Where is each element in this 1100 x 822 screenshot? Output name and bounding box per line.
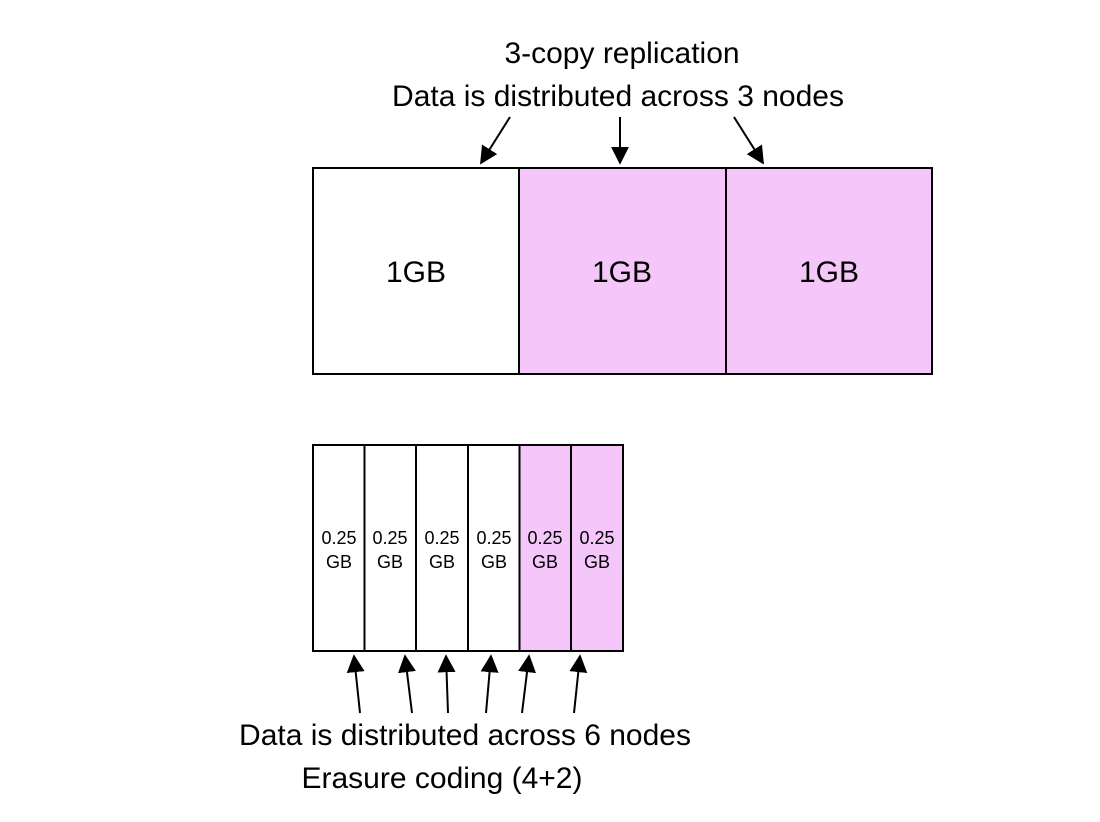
replication-block-2-label: 1GB [592, 256, 652, 289]
erasure-block-5 [518, 444, 572, 652]
erasure-block-3-value: 0.25 [424, 528, 459, 548]
erasure-arrow-6 [569, 654, 588, 714]
erasure-block-5-unit: GB [532, 552, 558, 572]
erasure-block-4-unit: GB [481, 552, 507, 572]
replication-title: 3-copy replication [504, 37, 739, 70]
replication-group: 3-copy replication Data is distributed a… [312, 37, 933, 375]
replication-arrow-1 [480, 116, 511, 165]
erasure-arrow-2 [398, 654, 416, 714]
erasure-caption-line2: Erasure coding (4+2) [302, 762, 583, 795]
replication-block-3-label: 1GB [799, 256, 859, 289]
erasure-block-6-value: 0.25 [579, 528, 614, 548]
erasure-block-1-unit: GB [326, 552, 352, 572]
replication-block-2 [518, 167, 727, 375]
replication-block-1-label: 1GB [386, 256, 446, 289]
replication-subtitle: Data is distributed across 3 nodes [392, 80, 844, 113]
erasure-block-4-value: 0.25 [476, 528, 511, 548]
erasure-block-1-value: 0.25 [321, 528, 356, 548]
erasure-arrow-1 [346, 654, 365, 714]
erasure-block-3 [415, 444, 469, 652]
erasure-block-1 [312, 444, 366, 652]
erasure-block-2-value: 0.25 [372, 528, 407, 548]
replication-block-3 [725, 167, 933, 375]
erasure-block-3-unit: GB [429, 552, 455, 572]
erasure-caption-line1: Data is distributed across 6 nodes [239, 719, 691, 752]
erasure-block-4 [467, 444, 521, 652]
erasure-block-6 [570, 444, 624, 652]
replication-arrow-3 [733, 116, 764, 165]
erasure-block-6-unit: GB [584, 552, 610, 572]
erasure-arrow-4 [480, 654, 499, 714]
erasure-group: 0.25 GB 0.25 GB 0.25 GB 0.25 GB 0.25 GB … [239, 444, 691, 795]
replication-block-1 [312, 167, 520, 375]
erasure-block-5-value: 0.25 [527, 528, 562, 548]
erasure-arrow-5 [518, 654, 536, 714]
erasure-block-2 [363, 444, 417, 652]
erasure-block-2-unit: GB [377, 552, 403, 572]
erasure-arrow-3 [437, 654, 456, 714]
